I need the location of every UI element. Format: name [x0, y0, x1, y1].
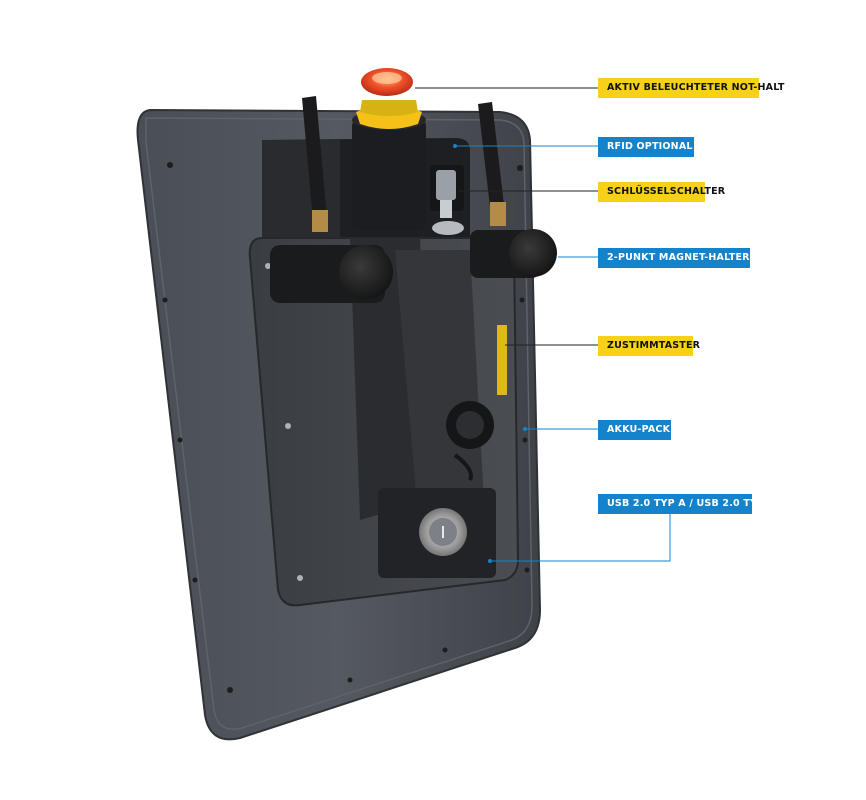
callout-rfid: RFID OPTIONAL: [598, 137, 694, 157]
enabling-switch: [497, 325, 507, 395]
callout-battery-pack: AKKU-PACK: [598, 420, 671, 440]
usb-port-icon: [378, 488, 496, 578]
key-switch-icon: [430, 165, 464, 235]
callout-leaders: [415, 87, 671, 563]
emergency-stop-icon: [352, 68, 426, 230]
panel-screws: [162, 162, 530, 693]
callout-magnet-mount: 2-PUNKT MAGNET-HALTERUNG: [598, 248, 774, 268]
callout-enabling-switch: ZUSTIMMTASTER: [598, 336, 700, 356]
magnet-mount-icon: [270, 229, 557, 303]
callout-usb: USB 2.0 TYP A / USB 2.0 TYP C: [598, 494, 775, 514]
charge-port: [446, 401, 494, 481]
callout-key-switch: SCHLÜSSELSCHALTER: [598, 182, 725, 202]
callout-emergency-stop: AKTIV BELEUCHTETER NOT-HALT: [598, 78, 784, 98]
antenna-icon: [302, 96, 506, 232]
